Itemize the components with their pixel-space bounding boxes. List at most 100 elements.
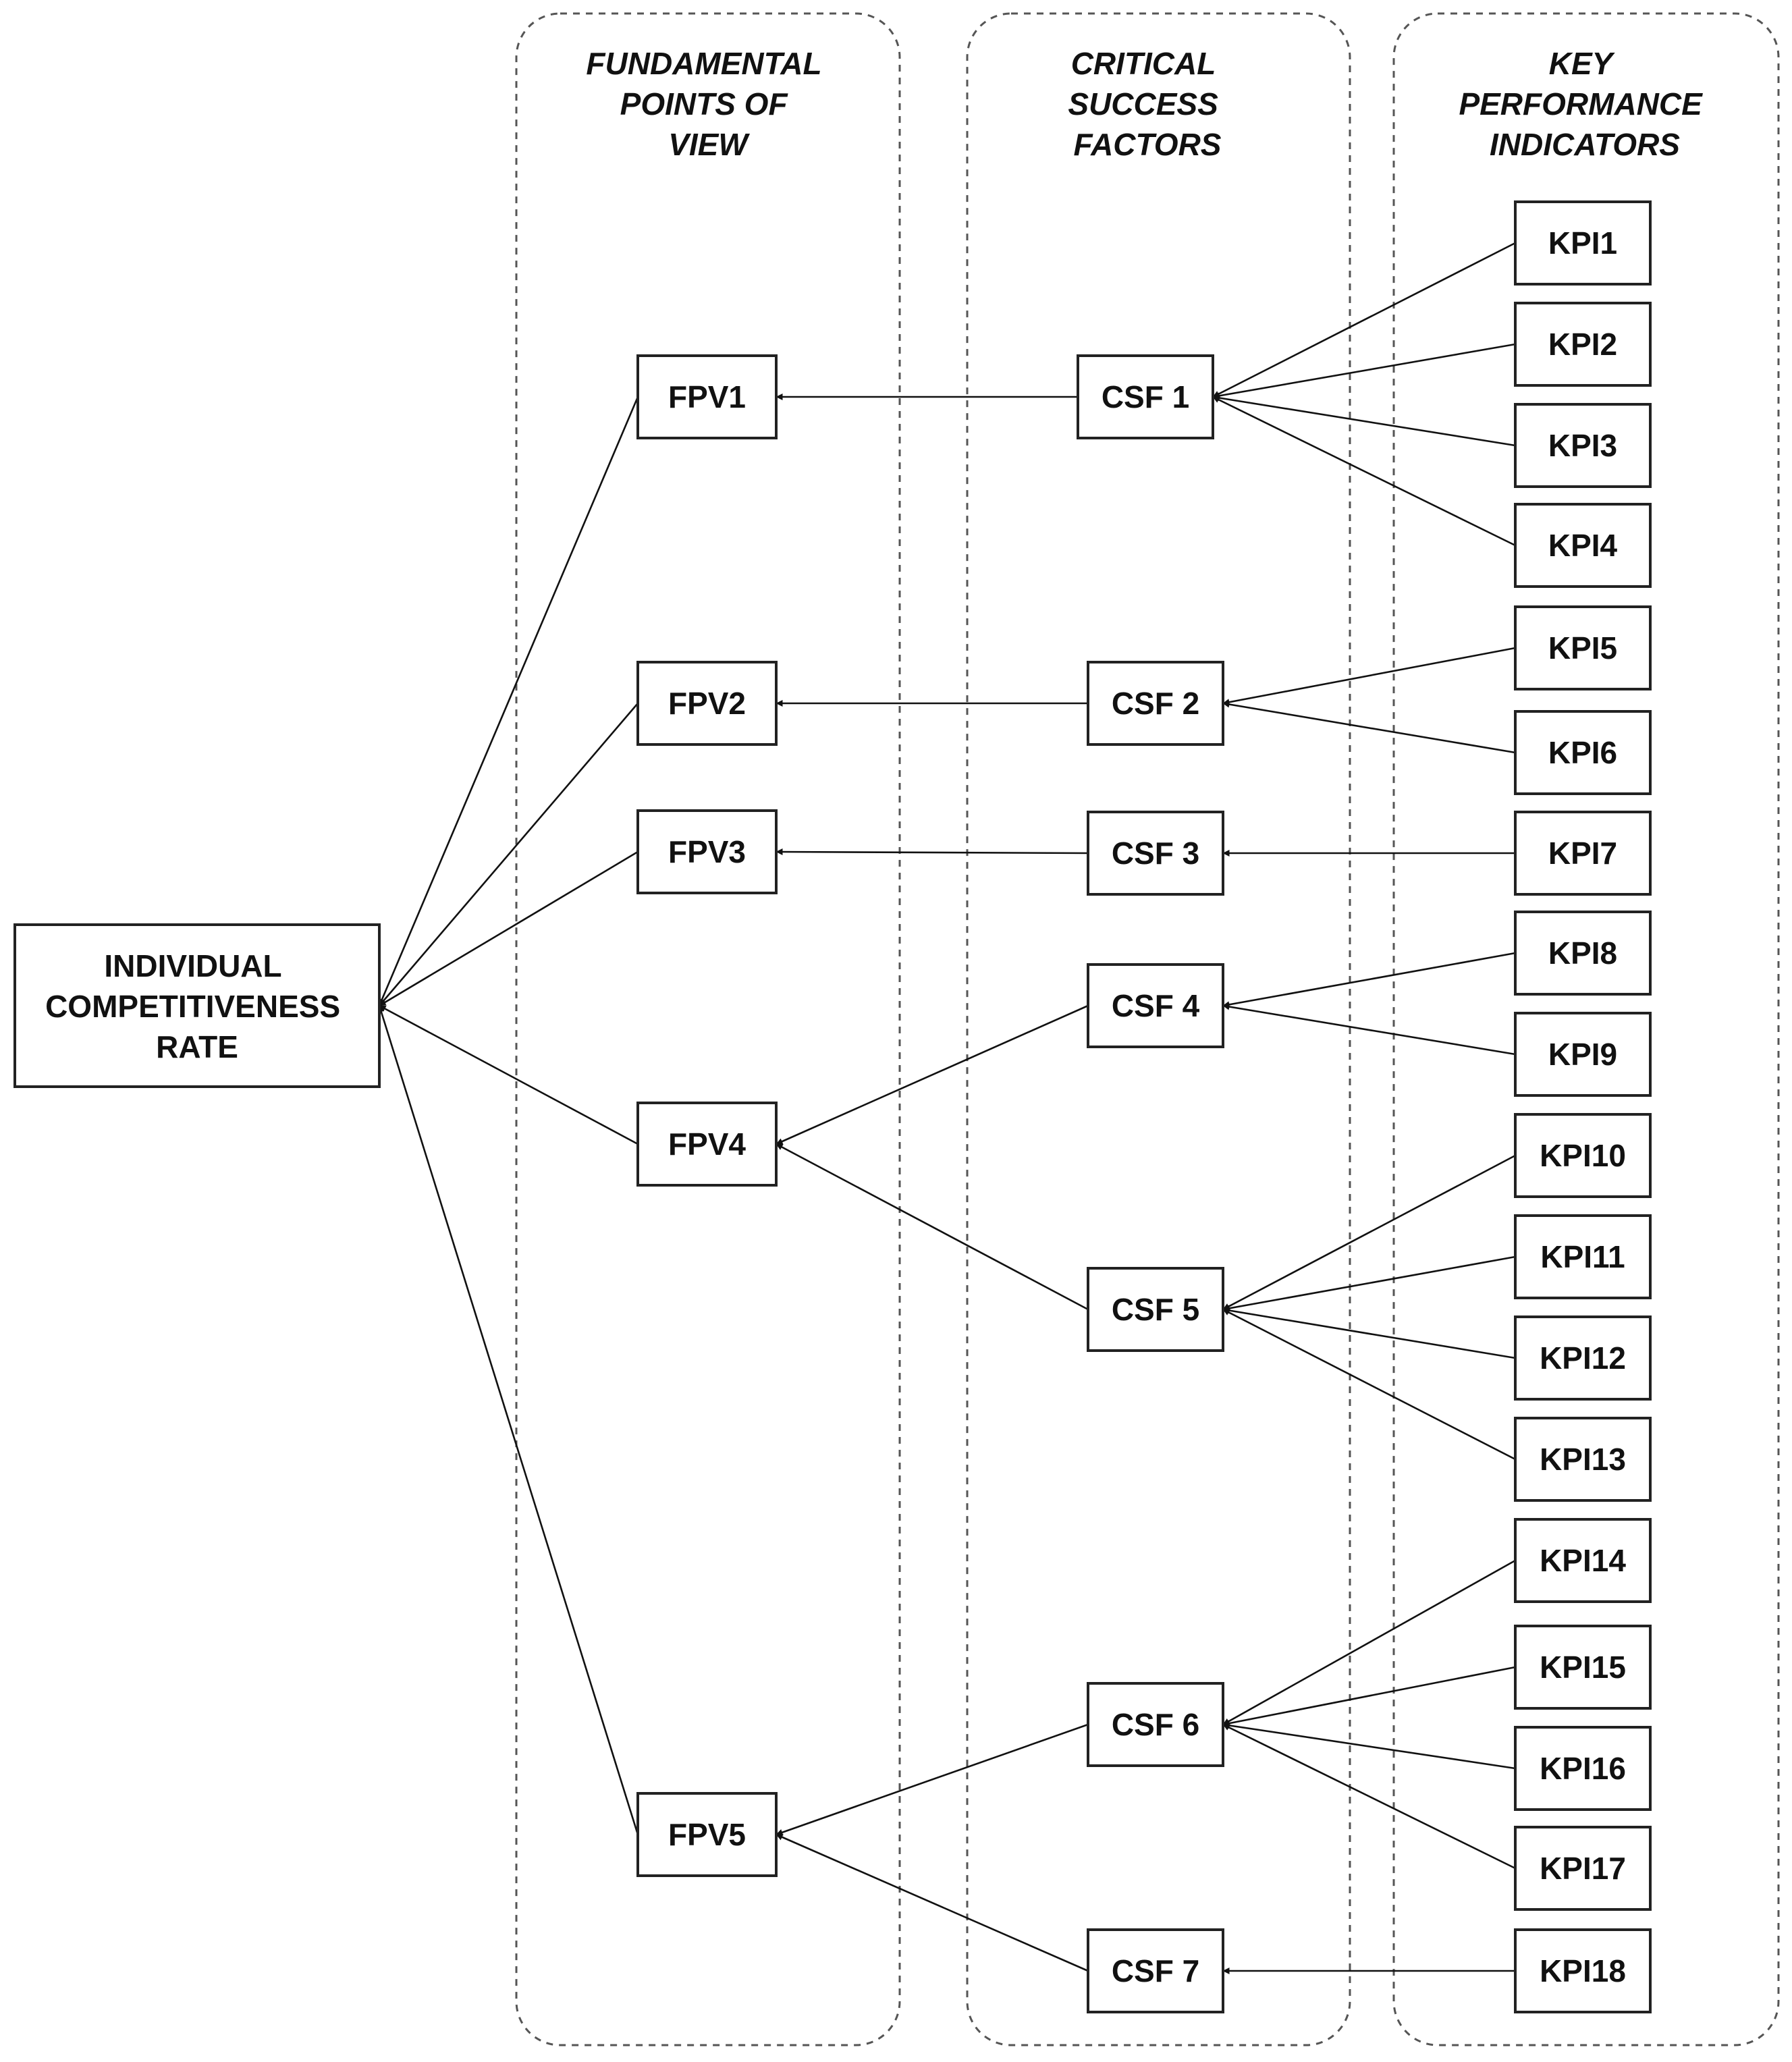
kpi-node: KPI9 (1514, 1012, 1652, 1097)
connector-arrow (1222, 1666, 1516, 1727)
fpv-node: FPV5 (636, 1792, 778, 1877)
kpi-node-label: KPI12 (1540, 1340, 1626, 1376)
root-node-label: INDIVIDUAL COMPETITIVENESS RATE (45, 948, 349, 1064)
kpi-node: KPI12 (1514, 1315, 1652, 1401)
fpv-node-box (636, 809, 778, 894)
fpv-node-label: FPV1 (668, 379, 746, 414)
csf-node-label: CSF 5 (1112, 1292, 1199, 1327)
kpi-column (1392, 12, 1780, 2046)
csf-title-line: SUCCESS (1068, 86, 1218, 121)
csf-node-label: CSF 4 (1112, 988, 1200, 1023)
kpi-node-label: KPI15 (1540, 1650, 1626, 1685)
connector-arrow (1212, 242, 1516, 398)
fpv-node-box (636, 661, 778, 746)
fpv-column-title: FUNDAMENTAL POINTS OF VIEW (586, 46, 830, 162)
kpi-node-box (1514, 710, 1652, 795)
connector-arrow (379, 850, 639, 1007)
kpi-node-box (1514, 605, 1652, 690)
connector-arrow (776, 848, 1089, 856)
root-label-line: INDIVIDUAL (104, 948, 281, 983)
kpi-title-line: INDICATORS (1490, 127, 1680, 162)
root-node-box (13, 923, 381, 1088)
root-label-line: RATE (156, 1029, 238, 1064)
kpi-title-line: PERFORMANCE (1459, 86, 1703, 121)
connector-arrow (378, 1005, 639, 1835)
csf-node-box (1087, 1267, 1224, 1352)
kpi-node-label: KPI3 (1548, 428, 1617, 463)
connector-arrow (1212, 394, 1516, 447)
fpv-node: FPV2 (636, 661, 778, 746)
csf-node-box (1087, 1928, 1224, 2013)
csf-node: CSF 2 (1087, 661, 1224, 746)
root-label-line: COMPETITIVENESS (45, 989, 340, 1024)
csf-node: CSF 3 (1087, 811, 1224, 896)
connector-arrow (1222, 1003, 1516, 1056)
kpi-node-label: KPI9 (1548, 1037, 1617, 1072)
kpi-node-label: KPI2 (1548, 327, 1617, 362)
connector-arrow (378, 396, 639, 1006)
root-node: INDIVIDUAL COMPETITIVENESS RATE (13, 923, 381, 1088)
csf-node-box (1087, 963, 1224, 1048)
csf-node: CSF 6 (1087, 1682, 1224, 1767)
kpi-node-box (1514, 911, 1652, 996)
fpv-node: FPV3 (636, 809, 778, 894)
csf-node: CSF 4 (1087, 963, 1224, 1048)
connector-arrow (1222, 1559, 1516, 1726)
connector-arrow (776, 1143, 1089, 1311)
fpv-node-label: FPV4 (668, 1127, 746, 1162)
kpi-node-box (1514, 302, 1652, 387)
csf-column (966, 12, 1351, 2046)
kpi-node-box (1514, 403, 1652, 488)
kpi-node: KPI3 (1514, 403, 1652, 488)
kpi-node-label: KPI17 (1540, 1851, 1626, 1886)
fpv-node-box (636, 354, 778, 439)
kpi-node-label: KPI14 (1540, 1543, 1626, 1578)
kpi-node: KPI15 (1514, 1625, 1652, 1710)
fpv-node: FPV4 (636, 1102, 778, 1187)
kpi-node: KPI4 (1514, 503, 1652, 588)
csf-node-box (1087, 661, 1224, 746)
fpv-column (515, 12, 901, 2046)
csf-node: CSF 1 (1077, 354, 1214, 439)
connector-arrow (1222, 1723, 1516, 1870)
csf-node-box (1087, 811, 1224, 896)
kpi-node: KPI14 (1514, 1518, 1652, 1603)
csf-title-line: FACTORS (1074, 127, 1222, 162)
kpi-node: KPI17 (1514, 1826, 1652, 1911)
connector-arrow (1212, 396, 1516, 547)
connector-arrow (1212, 343, 1516, 400)
fpv-node-box (636, 1102, 778, 1187)
kpi-node-label: KPI13 (1540, 1442, 1626, 1477)
fpv-title-line: POINTS OF (620, 86, 789, 121)
kpi-node: KPI11 (1514, 1214, 1652, 1299)
kpi-node: KPI16 (1514, 1726, 1652, 1811)
kpi-node: KPI6 (1514, 710, 1652, 795)
kpi-node: KPI7 (1514, 811, 1652, 896)
connector-arrow (776, 1833, 1089, 1972)
kpi-title-line: KEY (1549, 46, 1616, 81)
kpi-node-box (1514, 1625, 1652, 1710)
kpi-node-label: KPI8 (1548, 935, 1617, 971)
kpi-node-label: KPI4 (1548, 528, 1618, 563)
connector-arrow (1222, 952, 1516, 1008)
kpi-node-box (1514, 503, 1652, 588)
kpi-node-label: KPI18 (1540, 1953, 1626, 1988)
kpi-node-box (1514, 1726, 1652, 1811)
kpi-node-box (1514, 1826, 1652, 1911)
kpi-node: KPI8 (1514, 911, 1652, 996)
fpv-node-label: FPV2 (668, 686, 746, 721)
kpi-node-label: KPI11 (1540, 1239, 1625, 1274)
fpv-node-label: FPV3 (668, 834, 746, 869)
csf-node-label: CSF 3 (1112, 836, 1199, 871)
csf-title-line: CRITICAL (1071, 46, 1216, 81)
fpv-title-line: VIEW (668, 127, 750, 162)
kpi-node-label: KPI7 (1548, 836, 1617, 871)
csf-node-label: CSF 2 (1112, 686, 1199, 721)
kpi-node-label: KPI10 (1540, 1138, 1626, 1173)
kpi-node: KPI10 (1514, 1113, 1652, 1198)
kpi-node-box (1514, 811, 1652, 896)
kpi-node-box (1514, 1928, 1652, 2013)
fpv-node-box (636, 1792, 778, 1877)
